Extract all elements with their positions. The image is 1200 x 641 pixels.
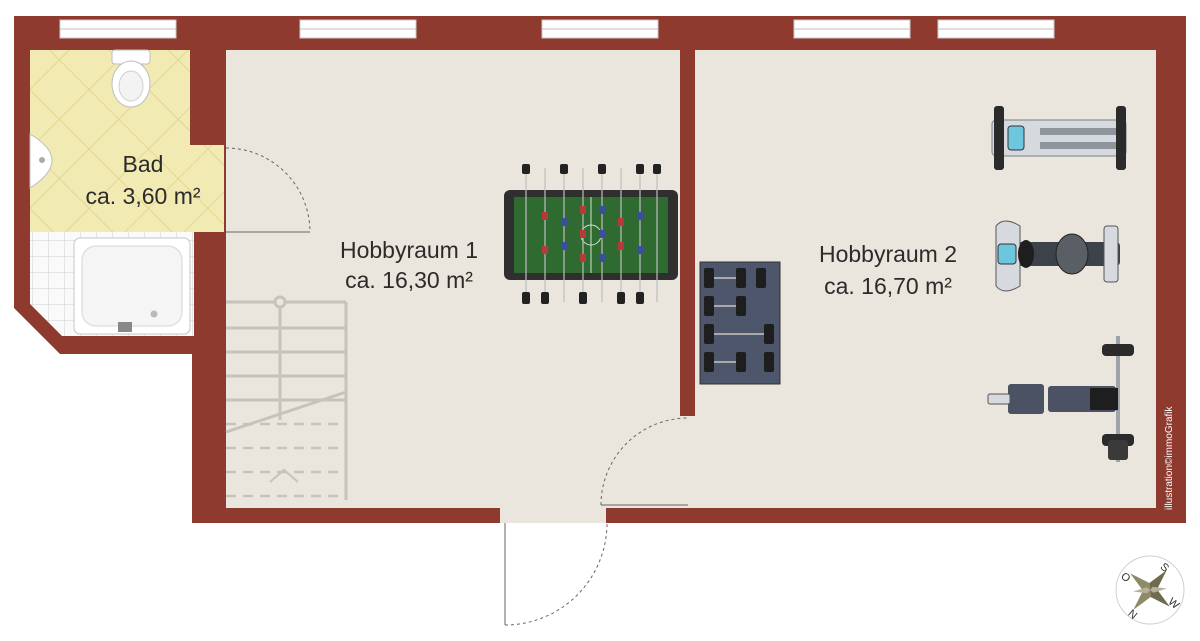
dumbbell-rack-icon: [699, 261, 781, 385]
elliptical-trainer-icon: [991, 106, 1127, 170]
entrance-opening: [500, 508, 606, 523]
room-area: ca. 16,70 m²: [824, 273, 952, 299]
connecting-door: [600, 417, 689, 506]
bath-floor: [30, 50, 224, 232]
room-name: Hobbyraum 2: [819, 241, 957, 267]
staircase-icon: [225, 295, 348, 500]
room-label-hobbyraum-2: Hobbyraum 2 ca. 16,70 m²: [819, 241, 957, 299]
sink-icon: [29, 133, 53, 189]
toilet-icon: [111, 49, 151, 108]
illustration-credit: illustration©immoGrafik: [1164, 405, 1175, 510]
room-label-hobbyraum-1: Hobbyraum 1 ca. 16,30 m²: [340, 237, 478, 293]
room-area: ca. 16,30 m²: [345, 267, 473, 293]
bathtub-icon: [73, 237, 191, 335]
bath-door: [225, 147, 311, 233]
room-name: Hobbyraum 1: [340, 237, 478, 263]
room-area: ca. 3,60 m²: [85, 183, 200, 209]
weight-bench-icon: [987, 336, 1134, 462]
doors: [225, 147, 689, 626]
entrance-door: [504, 522, 608, 626]
foosball-table-icon: [504, 164, 678, 304]
room-name: Bad: [123, 151, 164, 177]
compass-icon: N S O W: [1115, 555, 1185, 625]
room-label-bad: Bad ca. 3,60 m²: [85, 151, 200, 209]
exercise-bike-icon: [995, 220, 1120, 292]
doorway-between: [680, 416, 695, 508]
